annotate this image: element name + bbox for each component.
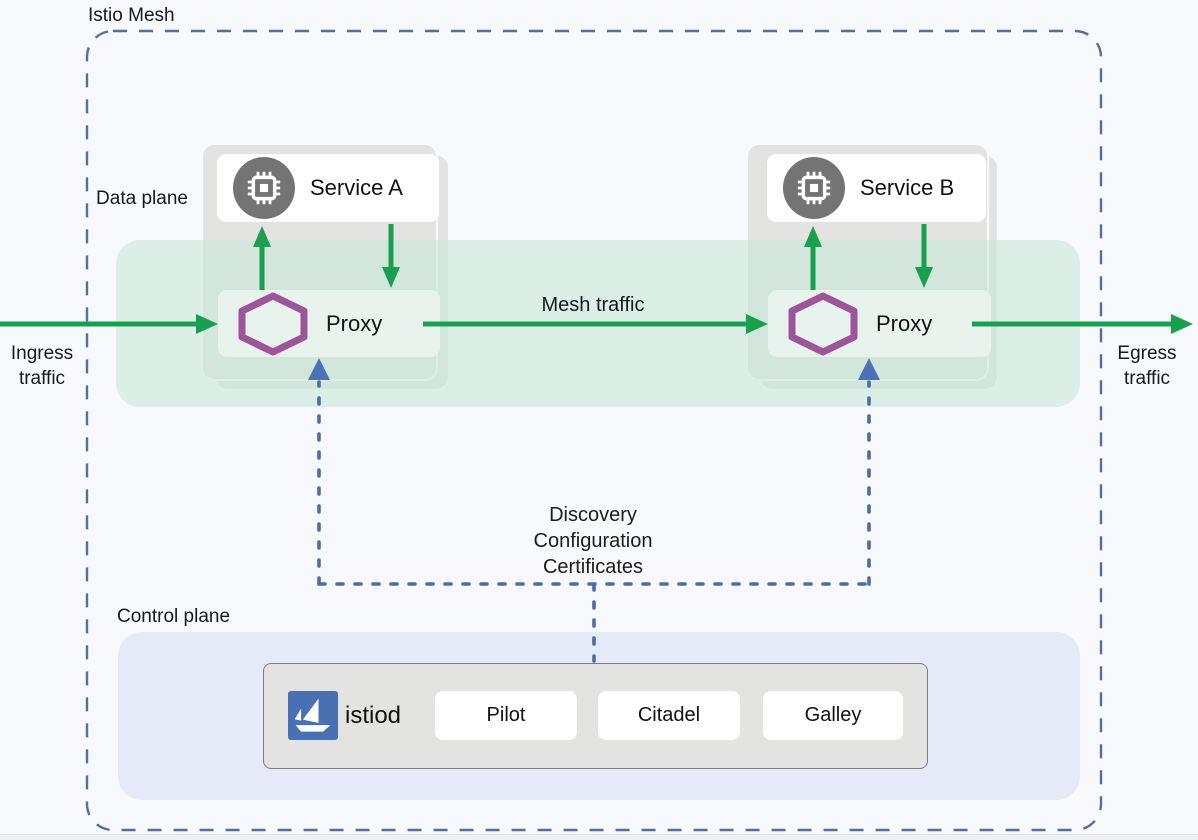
egress-arrowhead xyxy=(1171,314,1193,334)
proxy-b-label: Proxy xyxy=(876,310,933,336)
control-channel-line-discovery: Discovery xyxy=(549,504,637,526)
viewport-bottom-edge xyxy=(0,834,1198,840)
proxy-a-node: Proxy xyxy=(218,290,440,357)
citadel-label: Citadel xyxy=(637,704,701,726)
data-plane-label: Data plane xyxy=(96,188,188,209)
proxy-a-label: Proxy xyxy=(326,310,383,336)
citadel-box: Citadel xyxy=(598,691,740,740)
istiod-label: istiod xyxy=(345,702,402,729)
service-b-node: Service B xyxy=(767,154,986,222)
pilot-label: Pilot xyxy=(486,704,526,726)
control-channel-label: Discovery Configuration Certificates xyxy=(534,502,653,580)
cpu-chip-icon xyxy=(233,157,295,219)
control-plane-label: Control plane xyxy=(117,606,231,627)
mesh-traffic-label: Mesh traffic xyxy=(541,294,645,316)
galley-label: Galley xyxy=(804,704,862,726)
service-a-label: Service A xyxy=(310,175,403,200)
control-channel-line-configuration: Configuration xyxy=(533,530,653,552)
diagram-title: Istio Mesh xyxy=(88,5,175,26)
ingress-traffic-label: Ingress traffic xyxy=(10,343,74,389)
envoy-hexagon-icon xyxy=(237,292,309,356)
galley-box: Galley xyxy=(763,691,903,740)
control-channel-line-certificates: Certificates xyxy=(542,556,644,578)
istio-sail-logo-icon xyxy=(288,691,338,740)
envoy-hexagon-icon xyxy=(787,292,859,356)
proxy-b-node: Proxy xyxy=(768,290,991,357)
service-a-node: Service A xyxy=(217,154,439,222)
service-b-label: Service B xyxy=(860,175,955,200)
egress-traffic-label: Egress traffic xyxy=(1117,343,1177,389)
cpu-chip-icon xyxy=(783,157,845,219)
pilot-box: Pilot xyxy=(435,691,577,740)
